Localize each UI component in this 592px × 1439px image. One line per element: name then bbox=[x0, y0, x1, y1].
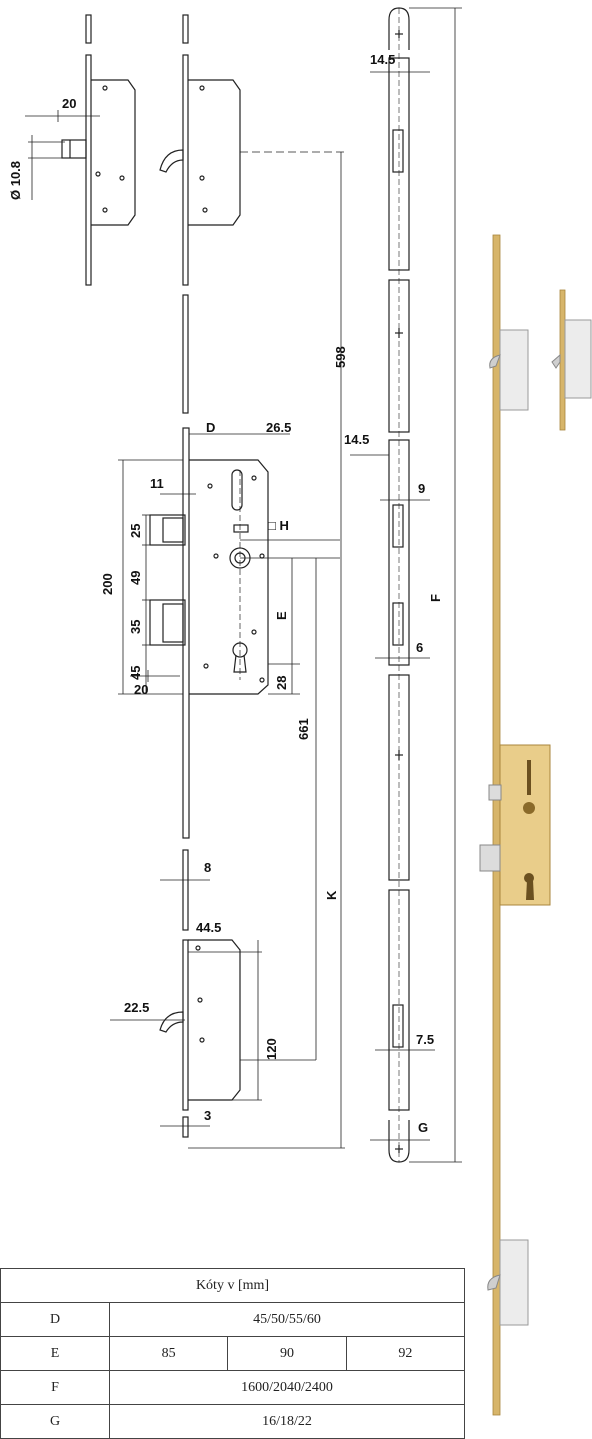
row-value: 45/50/55/60 bbox=[109, 1302, 465, 1337]
dim-label-35: 35 bbox=[128, 620, 143, 634]
dim-label-49: 49 bbox=[128, 571, 143, 585]
dim-label-D: D bbox=[206, 420, 215, 435]
dim-label-7-5: 7.5 bbox=[416, 1032, 434, 1047]
dim-label-G: G bbox=[418, 1120, 428, 1135]
dim-label-H: □ H bbox=[268, 518, 289, 533]
row-value: 90 bbox=[227, 1336, 347, 1371]
dim-label-45: 45 bbox=[128, 666, 143, 680]
dim-label-20-bottom: 20 bbox=[134, 682, 148, 697]
dim-20-top bbox=[25, 110, 100, 122]
row-label: E bbox=[0, 1336, 110, 1371]
dim-label-K: K bbox=[324, 890, 339, 900]
dim-label-20-top: 20 bbox=[62, 96, 76, 111]
dim-label-661: 661 bbox=[296, 718, 311, 740]
dim-label-9: 9 bbox=[418, 481, 425, 496]
dim-label-E: E bbox=[274, 611, 289, 620]
dim-label-598: 598 bbox=[333, 346, 348, 368]
main-lock-body bbox=[149, 427, 269, 839]
row-value: 92 bbox=[345, 1336, 466, 1371]
dim-label-200: 200 bbox=[100, 573, 115, 595]
dim-label-28: 28 bbox=[274, 676, 289, 690]
dimensions-table: Kóty v [mm] D 45/50/55/60 E 85 90 92 F 1… bbox=[0, 1268, 466, 1439]
top-lock-side-view bbox=[61, 14, 136, 286]
dim-label-8: 8 bbox=[204, 860, 211, 875]
table-title: Kóty v [mm] bbox=[0, 1268, 465, 1303]
dim-label-11: 11 bbox=[150, 476, 164, 491]
table-row: D 45/50/55/60 bbox=[0, 1302, 465, 1337]
row-value: 1600/2040/2400 bbox=[109, 1370, 465, 1405]
row-value: 16/18/22 bbox=[109, 1404, 465, 1439]
table-row: F 1600/2040/2400 bbox=[0, 1370, 465, 1405]
dim-label-F: F bbox=[428, 594, 443, 602]
product-photo bbox=[479, 234, 592, 1416]
dim-label-diameter: Ø 10.8 bbox=[8, 161, 23, 200]
table-header-row: Kóty v [mm] bbox=[0, 1268, 465, 1303]
dim-label-22-5: 22.5 bbox=[124, 1000, 149, 1015]
row-label: F bbox=[0, 1370, 110, 1405]
dim-label-26-5: 26.5 bbox=[266, 420, 291, 435]
dim-label-44-5: 44.5 bbox=[196, 920, 221, 935]
row-label: G bbox=[0, 1404, 110, 1439]
table-row: G 16/18/22 bbox=[0, 1404, 465, 1439]
dim-label-6: 6 bbox=[416, 640, 423, 655]
top-hook-lock-view bbox=[159, 14, 241, 414]
table-row: E 85 90 92 bbox=[0, 1336, 466, 1371]
dim-label-25: 25 bbox=[128, 524, 143, 538]
dim-label-120: 120 bbox=[264, 1038, 279, 1060]
dim-label-14-5-top: 14.5 bbox=[370, 52, 395, 67]
row-label: D bbox=[0, 1302, 110, 1337]
row-value: 85 bbox=[108, 1336, 229, 1371]
dim-label-3: 3 bbox=[204, 1108, 211, 1123]
dim-label-14-5-mid: 14.5 bbox=[344, 432, 369, 447]
